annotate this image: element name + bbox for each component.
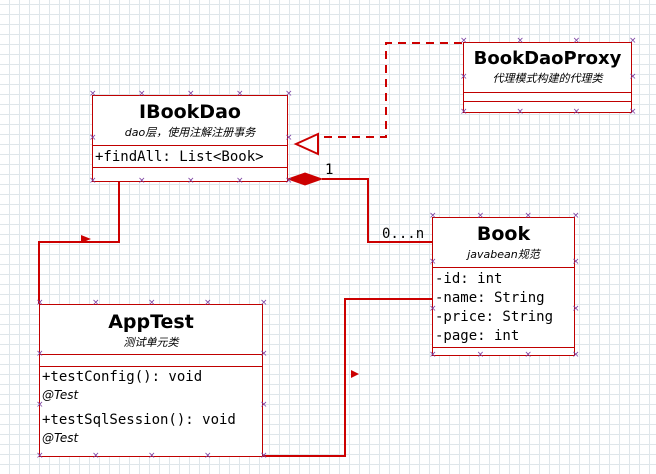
apptest-book-arrow xyxy=(351,370,359,378)
selection-handle: × xyxy=(148,298,156,308)
selection-handle: × xyxy=(572,36,581,46)
selection-handle: × xyxy=(516,107,524,117)
operations-section: +testConfig(): void @Test +testSqlSessio… xyxy=(40,367,262,456)
multiplicity-source: 1 xyxy=(325,162,334,178)
selection-handle: × xyxy=(285,132,293,143)
class-book[interactable]: Book javabean规范 -id: int -name: String -… xyxy=(432,217,575,356)
class-header: BookDaoProxy 代理模式构建的代理类 xyxy=(464,43,631,93)
selection-handle: × xyxy=(260,451,268,461)
selection-handle: × xyxy=(460,36,468,46)
selection-handle: × xyxy=(516,36,524,46)
selection-handle: × xyxy=(629,36,637,46)
selection-handle: × xyxy=(138,176,146,186)
apptest-ibookdao-line[interactable] xyxy=(38,182,120,304)
realization-line[interactable] xyxy=(318,42,462,138)
selection-handle: × xyxy=(36,298,44,308)
class-header: Book javabean规范 xyxy=(433,218,574,268)
realization-arrowhead xyxy=(293,132,319,156)
attributes-section: -id: int -name: String -price: String -p… xyxy=(433,268,574,348)
composition-line[interactable] xyxy=(322,178,432,243)
selection-handle: × xyxy=(36,451,44,461)
apptest-book-line[interactable] xyxy=(263,298,432,457)
apptest-ibookdao-arrow xyxy=(81,235,91,243)
selection-handle: × xyxy=(285,176,293,186)
selection-handle: × xyxy=(572,350,580,360)
selection-handle: × xyxy=(187,176,195,186)
attributes-section xyxy=(40,355,262,367)
selection-handle: × xyxy=(572,257,580,268)
selection-handle: × xyxy=(429,257,437,268)
operations-section xyxy=(464,102,631,112)
selection-handle: × xyxy=(89,89,97,99)
class-name: BookDaoProxy xyxy=(473,48,622,69)
selection-handle: × xyxy=(524,350,532,360)
selection-handle: × xyxy=(89,132,97,143)
selection-handle: × xyxy=(429,303,437,314)
selection-handle: × xyxy=(572,303,580,314)
selection-handle: × xyxy=(524,211,532,221)
selection-handle: × xyxy=(148,451,156,461)
class-ibookdao[interactable]: IBookDao dao层，使用注解注册事务 +findAll: List<Bo… xyxy=(92,95,288,182)
class-name: AppTest xyxy=(108,311,194,333)
selection-handle: × xyxy=(476,211,485,221)
annotation-test: @Test xyxy=(42,388,79,402)
operation-testsqlsession[interactable]: +testSqlSession(): void xyxy=(42,412,236,428)
multiplicity-target: 0...n xyxy=(382,226,425,242)
class-stereotype: javabean规范 xyxy=(467,248,540,261)
selection-handle: × xyxy=(236,89,244,99)
attribute-price[interactable]: -price: String xyxy=(435,309,554,325)
selection-handle: × xyxy=(89,176,97,186)
class-stereotype: 代理模式构建的代理类 xyxy=(492,72,603,85)
selection-handle: × xyxy=(476,350,485,360)
class-name: IBookDao xyxy=(139,101,241,123)
selection-handle: × xyxy=(260,400,268,410)
selection-handle: × xyxy=(236,176,244,186)
selection-handle: × xyxy=(36,349,44,359)
annotation-test: @Test xyxy=(42,431,79,445)
selection-handle: × xyxy=(460,71,468,82)
operation-testconfig[interactable]: +testConfig(): void xyxy=(42,369,203,385)
attribute-page[interactable]: -page: int xyxy=(435,328,520,344)
selection-handle: × xyxy=(92,298,100,308)
operations-section: +findAll: List<Book> xyxy=(93,146,287,168)
selection-handle: × xyxy=(429,211,437,221)
selection-handle: × xyxy=(92,451,100,461)
class-bookdaoproxy[interactable]: BookDaoProxy 代理模式构建的代理类 xyxy=(463,42,632,113)
selection-handle: × xyxy=(429,350,437,360)
attributes-section xyxy=(464,93,631,102)
selection-handle: × xyxy=(138,89,146,99)
class-name: Book xyxy=(476,223,531,245)
selection-handle: × xyxy=(460,107,468,117)
operations-section xyxy=(433,348,574,355)
selection-handle: × xyxy=(572,211,580,221)
selection-handle: × xyxy=(260,349,268,359)
selection-handle: × xyxy=(629,71,637,82)
attribute-id[interactable]: -id: int xyxy=(435,271,503,287)
attribute-name[interactable]: -name: String xyxy=(435,290,545,306)
class-apptest[interactable]: AppTest 测试单元类 +testConfig(): void @Test … xyxy=(39,304,263,457)
selection-handle: × xyxy=(187,89,195,99)
class-header: IBookDao dao层，使用注解注册事务 xyxy=(93,96,287,146)
selection-handle: × xyxy=(260,298,268,308)
class-header: AppTest 测试单元类 xyxy=(40,305,262,355)
class-stereotype: dao层，使用注解注册事务 xyxy=(124,126,256,139)
selection-handle: × xyxy=(285,89,293,99)
selection-handle: × xyxy=(204,298,212,308)
operation-findall[interactable]: +findAll: List<Book> xyxy=(95,149,264,165)
selection-handle: × xyxy=(572,107,581,117)
composition-diamond xyxy=(286,172,324,186)
selection-handle: × xyxy=(204,451,212,461)
class-stereotype: 测试单元类 xyxy=(123,336,179,349)
selection-handle: × xyxy=(629,107,637,117)
selection-handle: × xyxy=(36,400,44,410)
